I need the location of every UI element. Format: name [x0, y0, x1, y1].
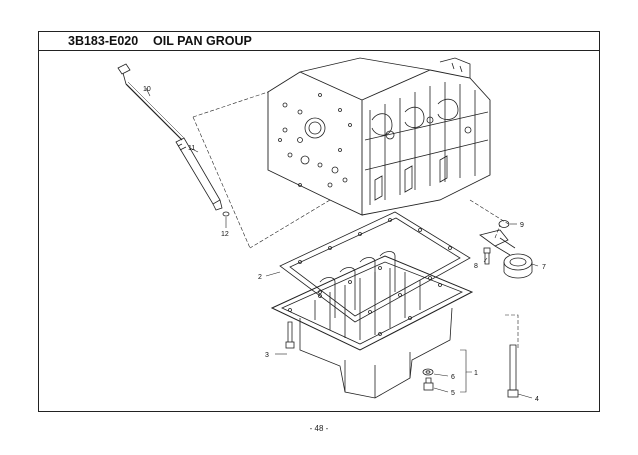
callout-11: 11	[188, 145, 195, 152]
page-header: 3B183-E020 OIL PAN GROUP	[39, 32, 599, 51]
callout-3: 3	[265, 352, 269, 359]
callout-4: 4	[535, 396, 539, 403]
engine-block	[267, 57, 491, 216]
callout-5: 5	[451, 390, 455, 397]
dipstick[interactable]	[117, 63, 185, 141]
oil-pan[interactable]	[270, 251, 474, 399]
long-bolt[interactable]	[507, 344, 519, 398]
group-title: OIL PAN GROUP	[153, 34, 252, 48]
drain-washer[interactable]	[422, 368, 434, 376]
callout-1: 1	[474, 370, 478, 377]
leader-lines	[192, 91, 519, 350]
callout-2: 2	[258, 274, 262, 281]
callout-leaders	[145, 87, 539, 399]
o-ring-small[interactable]	[222, 211, 230, 217]
oil-strainer[interactable]	[479, 229, 533, 279]
strainer-o-ring[interactable]	[498, 220, 510, 228]
callout-8: 8	[474, 263, 478, 270]
group-code: 3B183-E020	[68, 34, 139, 48]
callout-12: 12	[221, 231, 229, 238]
drain-plug[interactable]	[423, 377, 434, 391]
page-number: - 48 -	[309, 424, 329, 433]
pan-bolt[interactable]	[285, 321, 295, 349]
dipstick-guide-tube[interactable]	[175, 137, 223, 211]
callout-9: 9	[520, 222, 524, 229]
callout-10: 10	[143, 86, 151, 93]
callout-6: 6	[451, 374, 455, 381]
strainer-bolt[interactable]	[483, 247, 491, 265]
page-frame: 3B183-E020 OIL PAN GROUP	[38, 31, 600, 412]
callout-7: 7	[542, 264, 546, 271]
